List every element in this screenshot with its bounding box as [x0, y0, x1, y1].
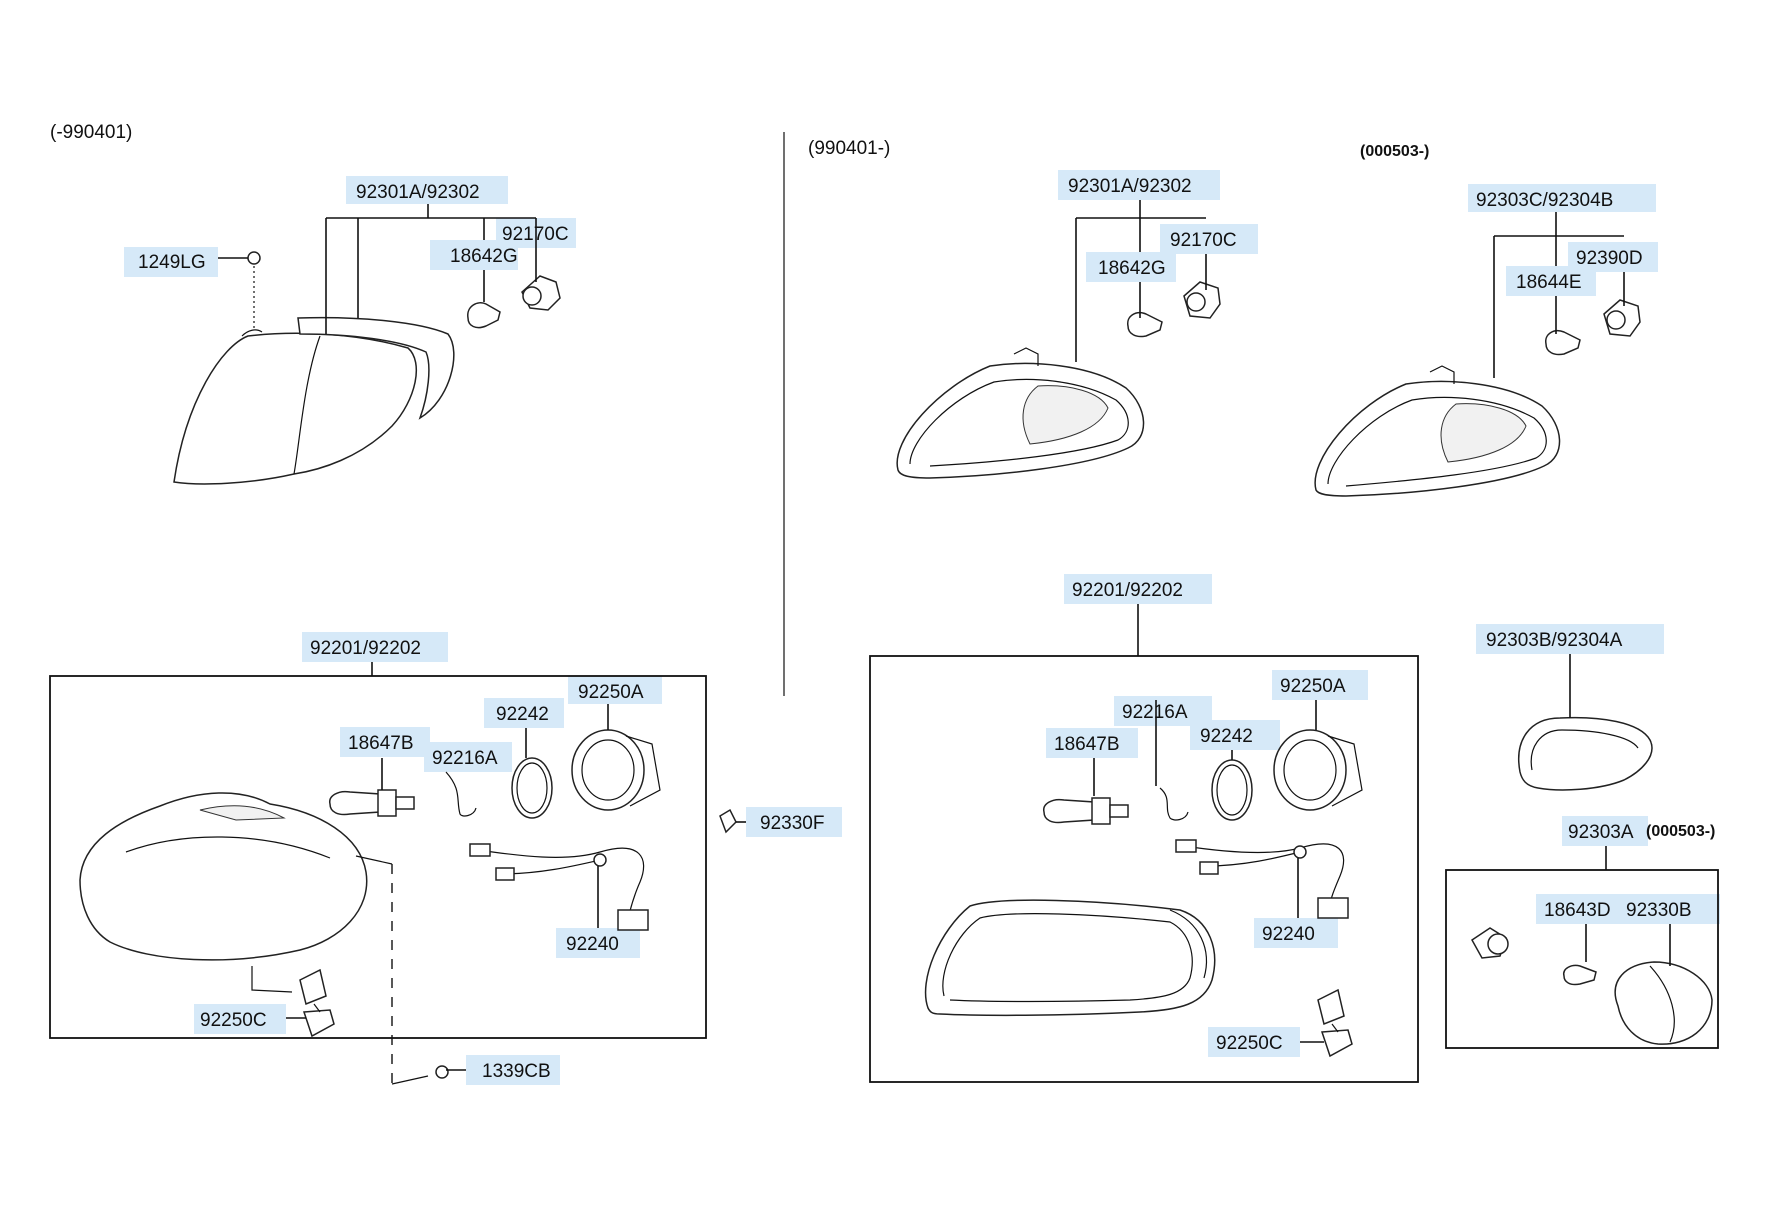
side-marker-92303A — [1471, 846, 1713, 1045]
label-92250A-right: 92250A — [1280, 676, 1346, 697]
label-92216A-left: 92216A — [432, 748, 498, 769]
label-92301A-right: 92301A/92302 — [1068, 176, 1192, 197]
label-1249LG: 1249LG — [138, 252, 206, 273]
label-92242-right: 92242 — [1200, 726, 1253, 747]
left-corner-leaders — [218, 204, 537, 334]
right-corner-a-leaders — [1075, 200, 1207, 362]
right-headlamp — [924, 729, 1363, 1058]
right-range-note: (990401-) — [808, 138, 890, 159]
variant-note: (000503-) — [1360, 143, 1429, 160]
label-92170C-left: 92170C — [502, 224, 569, 245]
left-range-note: (-990401) — [50, 122, 132, 143]
label-92216A-right: 92216A — [1122, 702, 1188, 723]
left-corner-lamp — [173, 251, 561, 485]
left-headlamp — [79, 729, 661, 1085]
label-92240-left: 92240 — [566, 934, 619, 955]
label-92250C-right: 92250C — [1216, 1033, 1283, 1054]
right-headlamp-leaders — [1093, 604, 1324, 1043]
label-92303B: 92303B/92304A — [1486, 630, 1623, 651]
text-labels: (-990401) (990401-) (000503-) 92301A/923… — [50, 122, 1715, 1082]
right-corner-lamp-a — [896, 281, 1221, 479]
label-92170C-right: 92170C — [1170, 230, 1237, 251]
right-headlamp-frame — [869, 655, 1419, 1083]
label-18647B-left: 18647B — [348, 733, 414, 754]
label-18644E: 18644E — [1516, 272, 1582, 293]
label-18643D: 18643D — [1544, 900, 1611, 921]
label-92330F: 92330F — [760, 813, 824, 834]
right-corner-b-leaders — [1493, 212, 1625, 378]
label-92240-right: 92240 — [1262, 924, 1315, 945]
label-92303C: 92303C/92304B — [1476, 190, 1613, 211]
label-92301A-left: 92301A/92302 — [356, 182, 480, 203]
variant-note-side: (000503-) — [1646, 823, 1715, 840]
label-92330B: 92330B — [1626, 900, 1692, 921]
label-92303A: 92303A — [1568, 822, 1634, 843]
label-1339CB: 1339CB — [482, 1061, 551, 1082]
left-headlamp-leaders — [286, 662, 609, 1071]
right-corner-lamp-b — [1314, 299, 1641, 497]
label-92201-left: 92201/92202 — [310, 638, 421, 659]
side-lens-92303B — [1518, 654, 1653, 791]
label-18642G-right: 18642G — [1098, 258, 1166, 279]
label-92201-right: 92201/92202 — [1072, 580, 1183, 601]
label-92242-left: 92242 — [496, 704, 549, 725]
center-clip-92330F — [719, 808, 746, 834]
label-92250C-left: 92250C — [200, 1010, 267, 1031]
left-headlamp-frame — [49, 675, 707, 1039]
label-92250A-left: 92250A — [578, 682, 644, 703]
label-18647B-right: 18647B — [1054, 734, 1120, 755]
label-92390D: 92390D — [1576, 248, 1643, 269]
label-highlights — [124, 170, 1720, 1085]
side-lamp-frame — [1445, 869, 1719, 1049]
label-18642G-left: 18642G — [450, 246, 518, 267]
